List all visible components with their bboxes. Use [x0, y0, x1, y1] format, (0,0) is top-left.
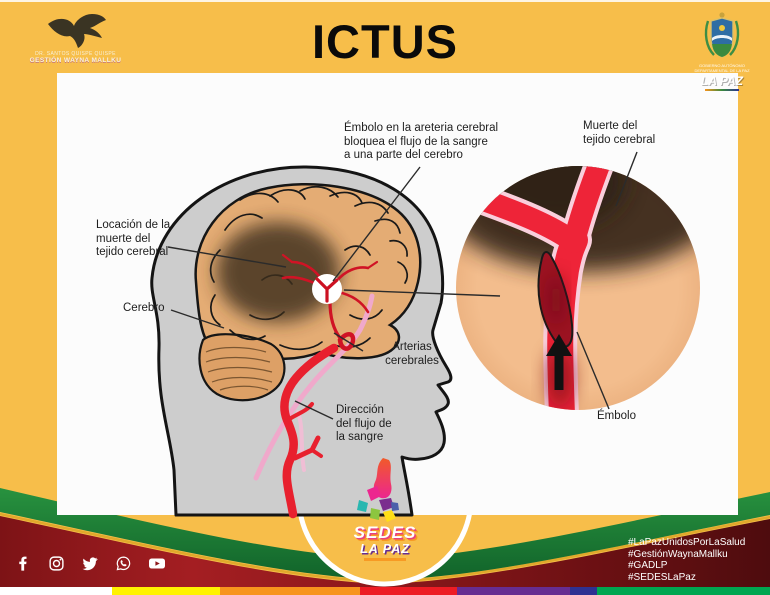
hashtag: #SEDESLaPaz — [628, 571, 696, 583]
rainbow-segment — [112, 587, 220, 595]
lapaz-logo-dept2: DEPARTAMENTAL DE LA PAZ — [694, 68, 750, 73]
rainbow-segment — [570, 587, 597, 595]
label-embolism-heading: Émbolo en la areteria cerebral bloquea e… — [344, 122, 499, 161]
label-embolus: Émbolo — [597, 410, 636, 422]
rainbow-segment — [220, 587, 360, 595]
hashtag: #LaPazUnidosPorLaSalud — [628, 537, 746, 548]
label-arteries: Arterias cerebrales — [385, 341, 439, 367]
hashtags-block: #LaPazUnidosPorLaSalud #GestiónWaynaMall… — [628, 537, 745, 583]
condor-logo-line2: GESTIÓN WAYNA MALLKU — [29, 57, 122, 64]
twitter-icon — [82, 557, 98, 571]
rainbow-strip — [0, 587, 770, 595]
lapaz-logo-underline — [705, 89, 739, 91]
lapaz-logo-name: LA PAZ — [701, 74, 743, 88]
page-title: ICTUS — [312, 15, 458, 68]
sedes-badge-underline — [364, 558, 406, 561]
youtube-icon — [149, 558, 165, 569]
top-edge-line — [0, 0, 770, 2]
instagram-icon — [49, 556, 64, 571]
label-tissue-death-left: Locación de la muerte del tejido cerebra… — [96, 219, 171, 258]
lapaz-logo: GOBIERNO AUTÓNOMO DEPARTAMENTAL DE LA PA… — [690, 11, 754, 91]
rainbow-segment — [360, 587, 457, 595]
rainbow-segment — [597, 587, 770, 595]
facebook-icon — [19, 556, 27, 571]
lapaz-logo-dept1: GOBIERNO AUTÓNOMO — [698, 63, 745, 68]
label-tissue-death-right: Muerte del tejido cerebral — [583, 120, 656, 146]
sedes-badge-line2: LA PAZ — [360, 542, 410, 556]
sedes-badge-line1: SEDES — [353, 523, 417, 542]
sedes-badge-text: SEDES LA PAZ — [330, 523, 440, 561]
hashtag: #GestiónWaynaMallku — [628, 548, 728, 560]
condor-logo-line1: DR. SANTOS QUISPE QUISPE — [35, 51, 116, 57]
condor-logo: DR. SANTOS QUISPE QUISPE GESTIÓN WAYNA M… — [18, 10, 133, 64]
label-blood-flow: Dirección del flujo de la sangre — [336, 404, 392, 443]
rainbow-segment — [457, 587, 570, 595]
condor-icon — [47, 14, 106, 48]
social-icons-row — [16, 556, 165, 571]
hashtag: #GADLP — [628, 560, 668, 572]
whatsapp-icon — [116, 556, 131, 571]
lapaz-shield-icon — [704, 12, 740, 58]
label-brain: Cerebro — [123, 302, 165, 314]
rainbow-segment — [0, 587, 112, 595]
